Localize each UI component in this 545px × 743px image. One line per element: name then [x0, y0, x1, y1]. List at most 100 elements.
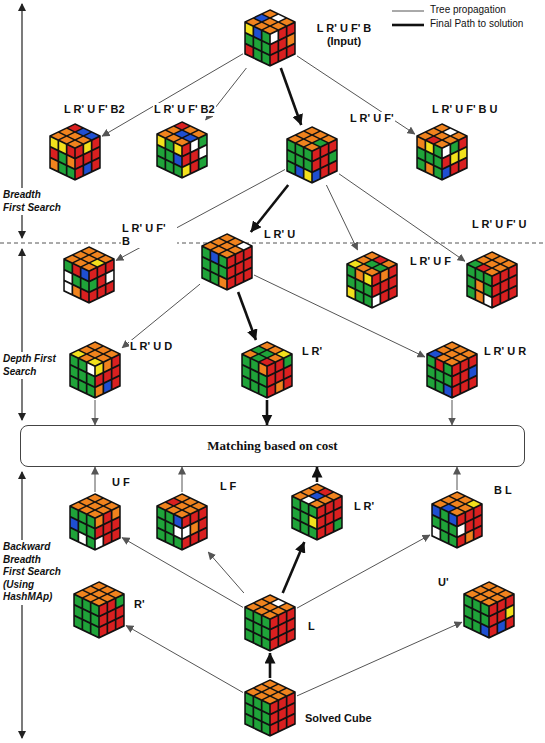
cube-sticker — [374, 265, 387, 271]
move-label-line: L R' U F' U — [470, 218, 530, 231]
move-label: L — [307, 620, 316, 633]
cube-sticker — [191, 150, 198, 162]
cube-sticker — [84, 587, 97, 593]
cube-illustration — [72, 580, 126, 640]
cube-sticker — [493, 284, 500, 296]
cube-sticker — [88, 495, 101, 501]
cube-sticker — [501, 280, 508, 292]
cube-sticker — [255, 685, 268, 691]
cube-sticker — [166, 150, 173, 162]
cube-sticker — [167, 499, 180, 505]
cube-sticker — [348, 287, 355, 299]
move-label: L R' U F' B2 — [63, 103, 126, 116]
cube-sticker — [279, 613, 286, 625]
cube-node: B L — [430, 490, 484, 550]
cube-sticker — [272, 23, 285, 29]
cube-sticker — [68, 146, 75, 158]
cube-sticker — [252, 355, 265, 361]
cube-sticker — [482, 591, 495, 597]
cube-sticker — [272, 600, 285, 606]
tree-connector — [238, 292, 256, 340]
cube-sticker — [466, 520, 473, 532]
move-label-group: L R' U F' — [348, 112, 423, 125]
cube-sticker — [314, 140, 327, 146]
cube-sticker — [272, 685, 285, 691]
cube-body — [74, 582, 124, 638]
cube-sticker — [244, 351, 257, 357]
cube-sticker — [80, 355, 93, 361]
move-label-group: L R' U F' B — [120, 222, 178, 248]
move-label-line: L R' U F' B U — [430, 103, 530, 116]
cube-sticker — [255, 600, 268, 606]
cube-sticker — [184, 499, 197, 505]
cube-sticker — [77, 137, 90, 143]
move-label: U F — [111, 476, 131, 489]
cube-sticker — [263, 32, 270, 44]
legend-row: Tree propagation — [392, 4, 530, 16]
cube-sticker — [507, 596, 514, 608]
cube-sticker — [255, 15, 268, 21]
cube-body — [347, 252, 397, 308]
cube-sticker — [443, 146, 450, 158]
cube-sticker — [271, 638, 278, 650]
cube-node: L R' U R — [425, 340, 479, 400]
cube-sticker — [117, 606, 124, 618]
cube-sticker — [321, 166, 328, 178]
move-label: L R' U F' B — [121, 222, 177, 248]
move-label-group: U' — [436, 576, 460, 589]
cube-sticker — [158, 146, 165, 158]
cube-body — [242, 342, 292, 398]
cube-sticker — [158, 508, 165, 520]
cube-sticker — [59, 142, 66, 154]
cube-sticker — [272, 608, 285, 614]
move-label-group: B L — [492, 484, 532, 497]
cube-sticker — [260, 343, 273, 349]
move-label-group: L R' U — [262, 228, 312, 241]
move-label-group: L R' U F' B2 — [152, 103, 238, 116]
cube-sticker — [297, 140, 310, 146]
cube-sticker — [59, 163, 66, 175]
cube-sticker — [100, 625, 107, 637]
cube-sticker — [313, 170, 320, 182]
cube-sticker — [71, 529, 78, 541]
cube-sticker — [305, 136, 318, 142]
cube-sticker — [175, 511, 188, 517]
cube-sticker — [507, 617, 514, 629]
cube-sticker — [335, 508, 342, 520]
cube-sticker — [75, 596, 82, 608]
cube-sticker — [310, 506, 317, 518]
cube-sticker — [433, 527, 440, 539]
cube-sticker — [98, 275, 105, 287]
cube-sticker — [88, 364, 95, 376]
cube-sticker — [381, 280, 388, 292]
move-label-group: L R' — [352, 500, 392, 513]
cube-sticker — [88, 516, 95, 528]
tree-connector — [254, 275, 425, 357]
cube-sticker — [184, 135, 197, 141]
cube-sticker — [71, 356, 78, 368]
cube-node: L R' U F' U — [465, 250, 519, 310]
cube-sticker — [88, 511, 101, 517]
move-label-line: L — [306, 620, 330, 633]
cube-sticker — [276, 381, 283, 393]
cube-sticker — [288, 45, 295, 57]
cube-sticker — [93, 159, 100, 171]
cube-sticker — [204, 243, 217, 249]
cube-sticker — [269, 347, 282, 353]
cube-sticker — [450, 509, 463, 515]
cube-sticker — [254, 698, 261, 710]
cube-sticker — [77, 129, 90, 135]
cube-sticker — [482, 604, 489, 616]
cube-body — [292, 484, 342, 540]
cube-sticker — [461, 381, 468, 393]
cube-sticker — [92, 625, 99, 637]
cube-sticker — [477, 265, 490, 271]
cube-sticker — [465, 596, 472, 608]
tree-connector — [266, 400, 269, 425]
cube-sticker — [434, 501, 447, 507]
cube-sticker — [268, 364, 275, 376]
cube-sticker — [296, 155, 303, 167]
cube-sticker — [477, 257, 490, 263]
cube-sticker — [236, 262, 243, 274]
cube-sticker — [498, 600, 505, 612]
